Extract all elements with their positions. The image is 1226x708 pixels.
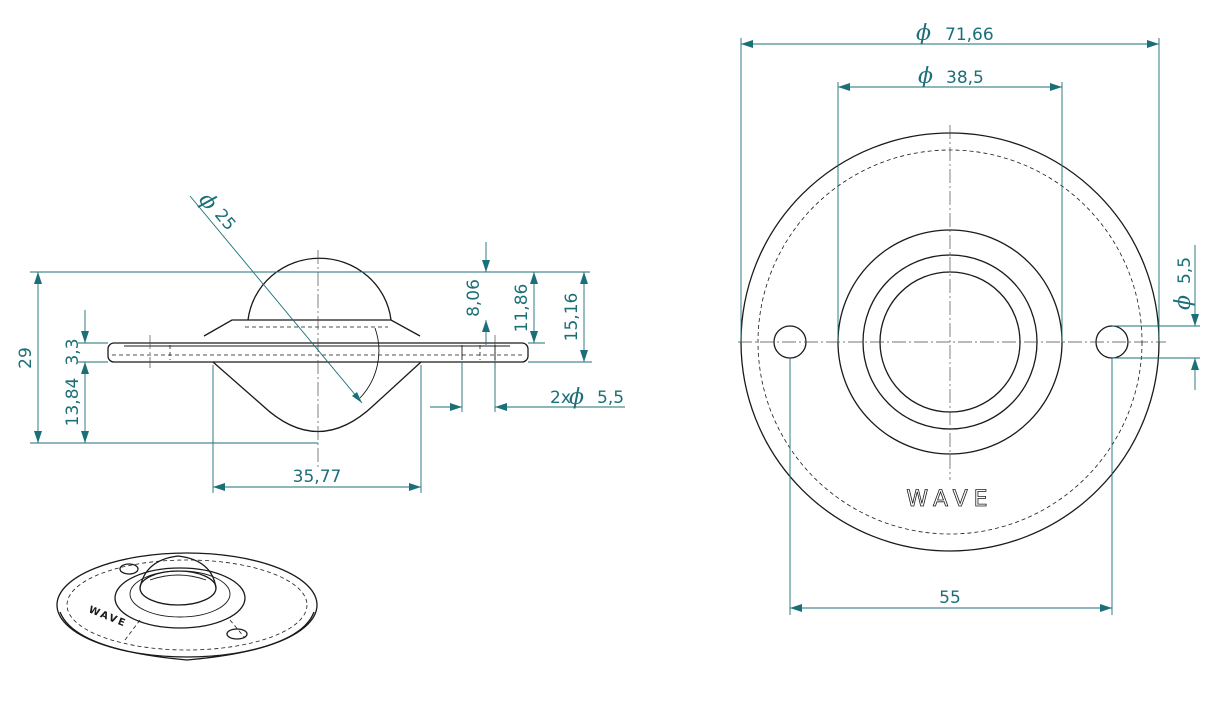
hole-spacing-value: 55 — [939, 588, 961, 608]
brand-text: WAVE — [906, 487, 993, 512]
diameter-symbol: ϕ — [569, 385, 584, 410]
upper-housing — [203, 319, 421, 337]
hole-diameter-value: 5,5 — [597, 388, 624, 408]
diameter-symbol: ϕ — [918, 64, 933, 89]
iso-ball-seat — [139, 570, 217, 606]
lower-body — [212, 361, 422, 433]
iso-housing-ring — [114, 567, 246, 629]
side-view: ϕ 25 29 3,3 13,84 8,06 11,86 — [16, 188, 625, 493]
outer-diameter-value: 71,66 — [945, 25, 994, 45]
height-a-value: 11,86 — [512, 284, 532, 333]
body-width-value: 35,77 — [293, 467, 342, 487]
iso-hole-1 — [119, 563, 139, 575]
diameter-symbol: ϕ — [1171, 295, 1196, 310]
inner-diameter-value: 38,5 — [946, 68, 984, 88]
hole-diameter-value: 5,5 — [1175, 257, 1195, 284]
ball-protrusion-value: 8,06 — [464, 279, 484, 317]
iso-brand-text: WAVE — [87, 605, 128, 630]
diameter-symbol: ϕ — [916, 21, 931, 46]
ball-diameter-dim — [189, 195, 363, 404]
ball-diameter-value: 25 — [210, 205, 239, 234]
height-b-value: 15,16 — [562, 293, 582, 342]
iso-hole-2 — [226, 628, 248, 640]
total-height-value: 29 — [16, 347, 36, 369]
flange-thickness-value: 3,3 — [63, 338, 83, 365]
lower-depth-value: 13,84 — [63, 378, 83, 427]
ball-top-outline — [247, 257, 392, 321]
iso-flange-outer — [56, 552, 318, 658]
iso-ball — [139, 555, 217, 589]
hole-count-label: 2x — [550, 388, 571, 408]
top-view: WAVE ϕ 71,66 ϕ 38,5 ϕ 5,5 55 — [738, 21, 1200, 615]
isometric-view: WAVE — [56, 552, 318, 661]
